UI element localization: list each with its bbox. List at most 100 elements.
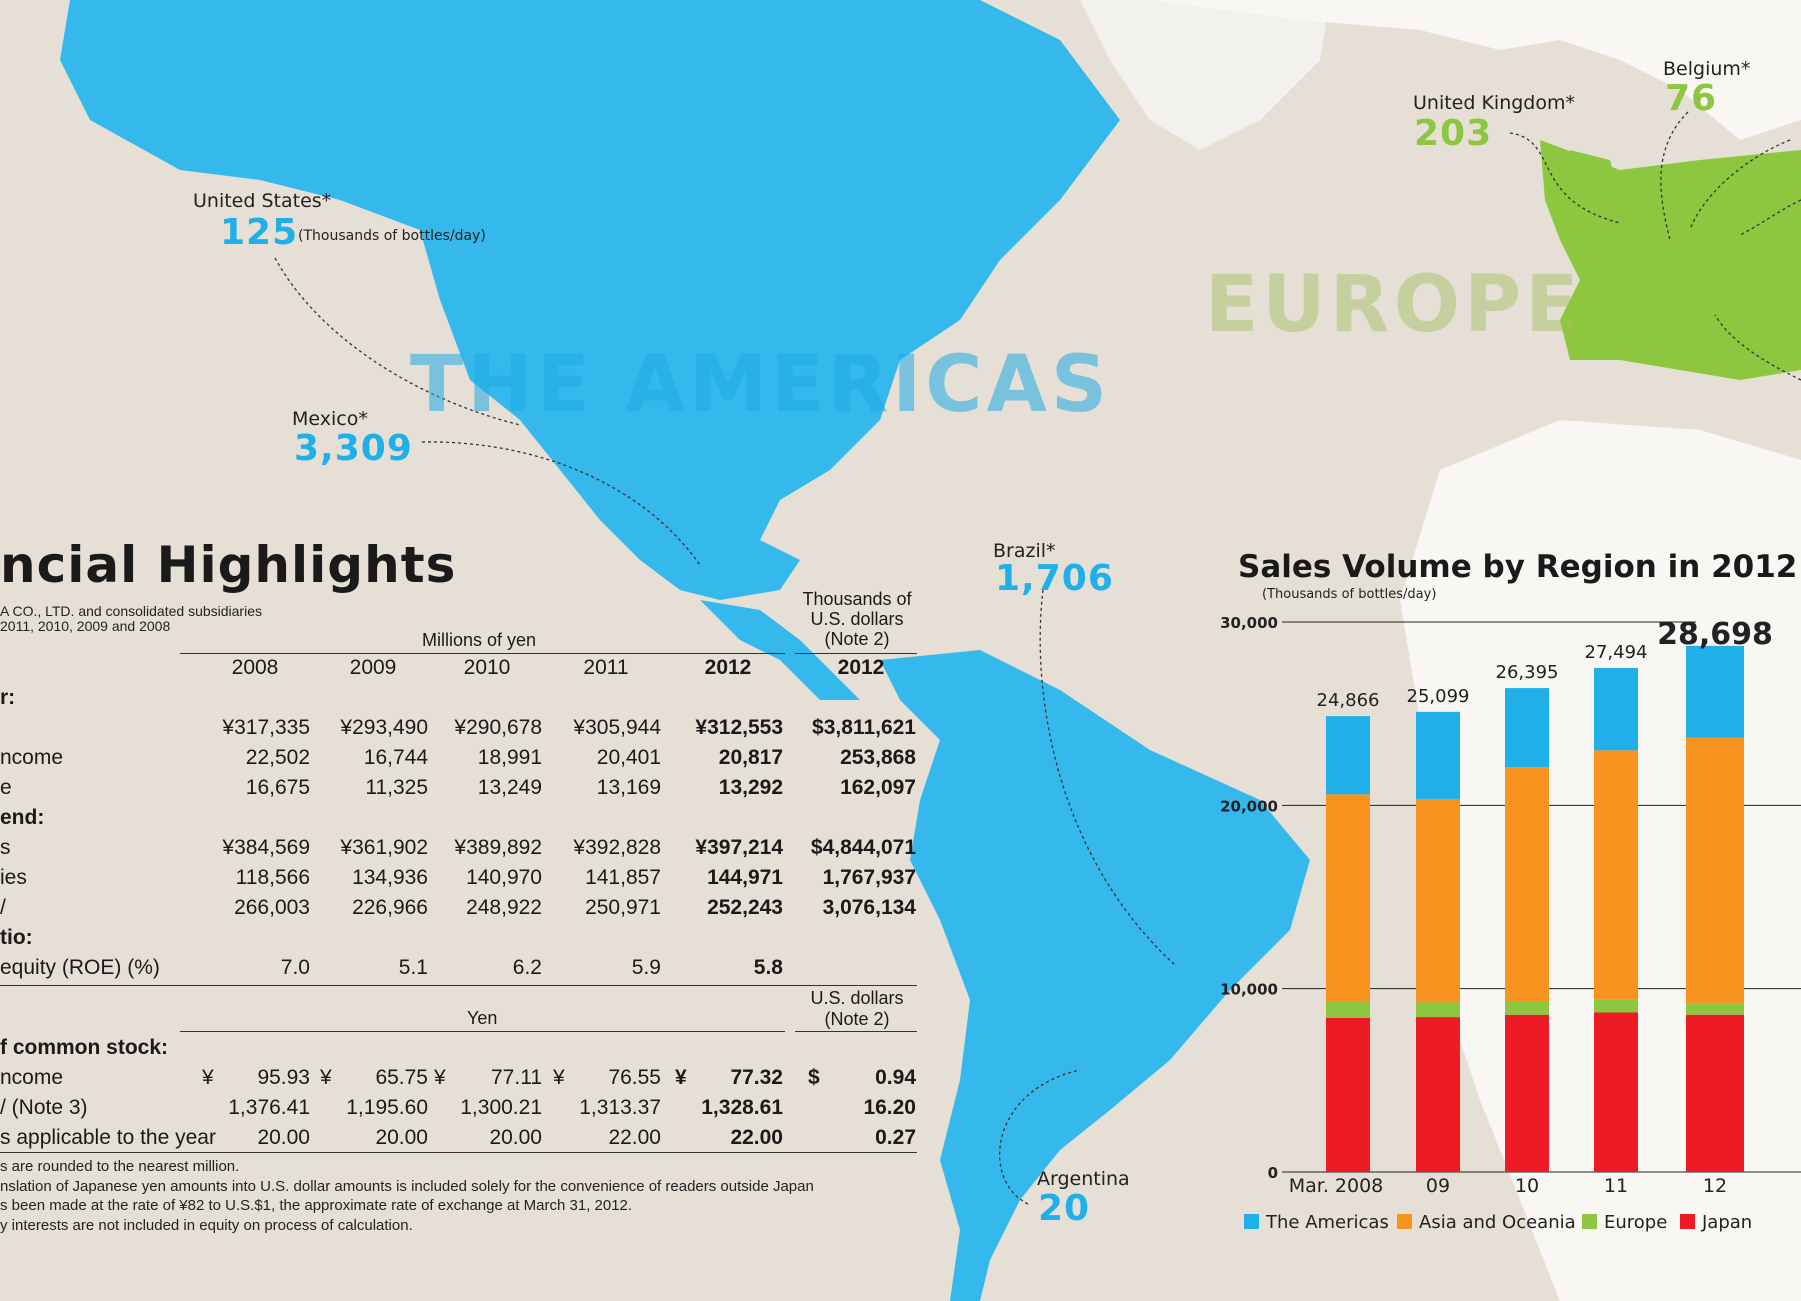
bar-segment-asia-and-oceania-3 xyxy=(1594,750,1638,1000)
cell-5-5: $4,844,071 xyxy=(810,836,916,859)
cell-2-3: 20,401 xyxy=(596,746,661,769)
row2-label-1: ncome xyxy=(0,1066,64,1089)
cell-7-3: 250,971 xyxy=(585,896,661,919)
currency-1-3: ¥ xyxy=(553,1066,565,1089)
cell2-3-0: 20.00 xyxy=(257,1126,310,1149)
cell-1-4: ¥312,553 xyxy=(695,716,783,739)
cell-3-4: 13,292 xyxy=(718,776,783,799)
cell-1-5: $3,811,621 xyxy=(812,716,916,739)
uk-shape xyxy=(1560,150,1620,240)
header-rule-usd-2 xyxy=(795,1031,917,1032)
cell2-3-4: 22.00 xyxy=(730,1126,783,1149)
note-1: s are rounded to the nearest million. xyxy=(0,1158,240,1175)
xtick-label-4: 12 xyxy=(1703,1175,1727,1197)
row-label-0: r: xyxy=(0,686,16,709)
legend-europe: Europe xyxy=(1582,1212,1667,1233)
legend-swatch-europe xyxy=(1582,1214,1597,1229)
cell-9-0: 7.0 xyxy=(280,956,310,979)
country-value-argentina: 20 xyxy=(1038,1188,1091,1229)
currency-1-0: ¥ xyxy=(202,1066,214,1089)
table-bottom-rule xyxy=(0,1152,917,1153)
country-name-mexico: Mexico* xyxy=(292,408,368,430)
header-yen: Yen xyxy=(467,1008,498,1028)
legend-japan: Japan xyxy=(1680,1212,1752,1233)
bar-segment-europe-0 xyxy=(1326,1001,1370,1018)
year-header-5: 2012 xyxy=(837,656,885,679)
row-label-9: equity (ROE) (%) xyxy=(0,956,160,979)
cell-3-3: 13,169 xyxy=(596,776,661,799)
cell2-3-1: 20.00 xyxy=(375,1126,428,1149)
row2-label-0: f common stock: xyxy=(0,1036,169,1059)
bar-segment-japan-2 xyxy=(1505,1014,1549,1172)
year-header-4: 2012 xyxy=(704,656,752,679)
header-usd-line1: Thousands of xyxy=(802,589,912,609)
header-usd-line2: U.S. dollars xyxy=(810,609,904,629)
bar-segment-asia-and-oceania-2 xyxy=(1505,767,1549,1002)
cell-1-2: ¥290,678 xyxy=(454,716,542,739)
bar-segment-europe-3 xyxy=(1594,999,1638,1013)
bar-segment-japan-1 xyxy=(1416,1017,1460,1172)
country-unit-united-states: (Thousands of bottles/day) xyxy=(298,228,486,244)
cell-6-4: 144,971 xyxy=(707,866,783,889)
cell-5-2: ¥389,892 xyxy=(454,836,542,859)
xtick-label-0: Mar. 2008 xyxy=(1289,1175,1384,1197)
xtick-label-1: 09 xyxy=(1426,1175,1450,1197)
cell-6-0: 118,566 xyxy=(235,866,310,889)
cell-6-2: 140,970 xyxy=(466,866,542,889)
cell2-1-2: 77.11 xyxy=(491,1066,542,1089)
south-america-shape xyxy=(880,650,1310,1301)
scandinavia-shape xyxy=(1150,0,1801,140)
ytick-label-3: 30,000 xyxy=(1220,614,1278,632)
bar-segment-europe-2 xyxy=(1505,1001,1549,1015)
cell2-3-2: 20.00 xyxy=(489,1126,542,1149)
currency-1-4: ¥ xyxy=(675,1066,687,1089)
cell-7-2: 248,922 xyxy=(466,896,542,919)
cell-9-1: 5.1 xyxy=(398,956,428,979)
bar-segment-asia-and-oceania-1 xyxy=(1416,798,1460,1003)
cell-6-3: 141,857 xyxy=(585,866,661,889)
cell-7-4: 252,243 xyxy=(707,896,783,919)
row-label-4: end: xyxy=(0,806,45,829)
cell-5-1: ¥361,902 xyxy=(340,836,428,859)
bar-total-label-2: 26,395 xyxy=(1496,662,1559,683)
bar-segment-asia-and-oceania-4 xyxy=(1686,737,1744,1004)
legend-label-asia-oceania: Asia and Oceania xyxy=(1419,1212,1576,1233)
connector-lines xyxy=(274,111,1801,1205)
region-label-europe: EUROPE xyxy=(1205,260,1583,350)
region-label-americas: THE AMERICAS xyxy=(410,340,1112,430)
legend-swatch-japan xyxy=(1680,1214,1695,1229)
bar-segment-the-americas-0 xyxy=(1326,716,1370,795)
country-name-argentina: Argentina xyxy=(1037,1168,1130,1190)
cell-6-5: 1,767,937 xyxy=(822,866,916,889)
cell-2-4: 20,817 xyxy=(718,746,783,769)
roe-rule xyxy=(0,985,917,986)
header-rule-yen-2 xyxy=(180,1031,785,1032)
cell2-2-3: 1,313.37 xyxy=(579,1096,661,1119)
central-america-shape xyxy=(700,600,860,700)
cell2-1-4: 77.32 xyxy=(730,1066,783,1089)
country-value-united-states: 125 xyxy=(220,212,299,253)
country-name-brazil: Brazil* xyxy=(993,540,1056,562)
cell2-2-0: 1,376.41 xyxy=(228,1096,310,1119)
financial-highlights-title: ncial Highlights xyxy=(0,536,457,594)
country-name-united-kingdom: United Kingdom* xyxy=(1413,92,1576,114)
cell-9-2: 6.2 xyxy=(512,956,542,979)
cell-2-2: 18,991 xyxy=(477,746,542,769)
header-usd2-line2: (Note 2) xyxy=(824,1009,890,1029)
year-header-2: 2010 xyxy=(463,656,511,679)
cell2-1-5: 0.94 xyxy=(875,1066,916,1089)
cell-7-1: 226,966 xyxy=(352,896,428,919)
cell-5-0: ¥384,569 xyxy=(222,836,310,859)
ytick-label-0: 0 xyxy=(1268,1164,1278,1182)
cell-9-3: 5.9 xyxy=(631,956,661,979)
header-rule-usd xyxy=(795,653,917,654)
xtick-label-3: 11 xyxy=(1604,1175,1628,1197)
row-label-5: s xyxy=(0,836,11,859)
currency-1-2: ¥ xyxy=(434,1066,446,1089)
ytick-label-1: 10,000 xyxy=(1220,981,1278,999)
cell-2-0: 22,502 xyxy=(245,746,310,769)
cell-6-1: 134,936 xyxy=(352,866,428,889)
row-label-3: e xyxy=(0,776,12,799)
bar-segment-the-americas-1 xyxy=(1416,711,1460,799)
